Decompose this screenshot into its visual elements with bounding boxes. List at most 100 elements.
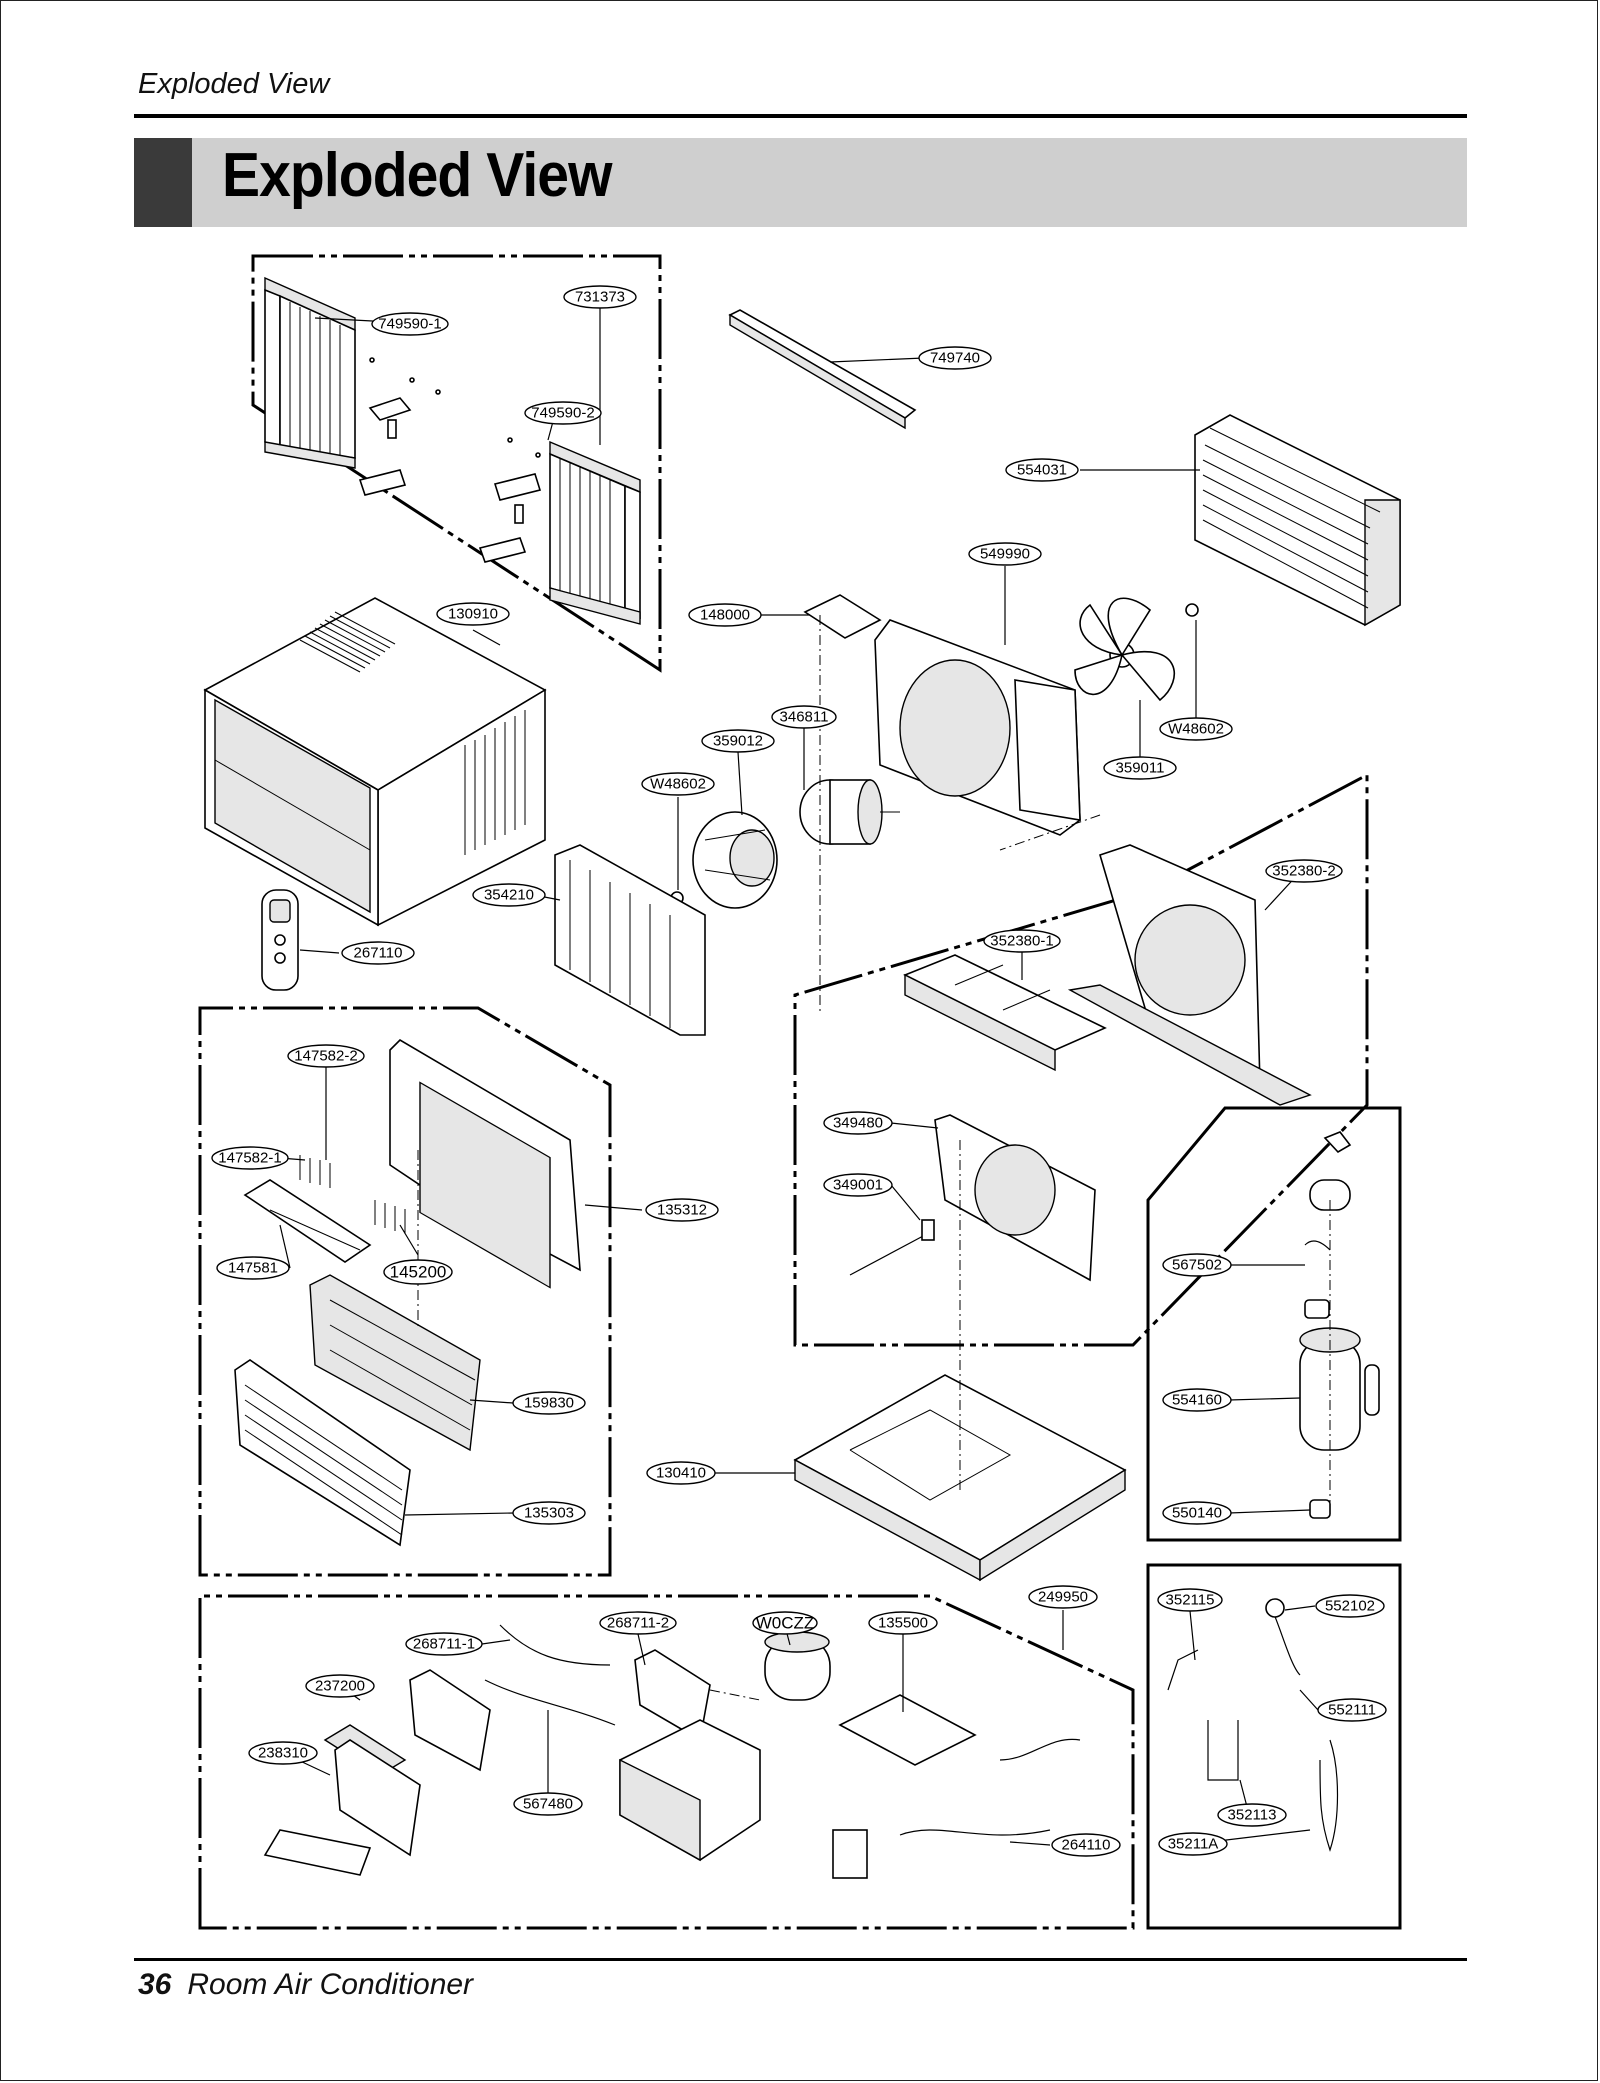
callout-label: 349001 [833,1177,883,1194]
page-number: 36 [138,1968,172,2001]
callout-267110: 267110 [341,941,415,965]
inlet-grille [234,1359,411,1547]
callout-35211A: 35211A [1158,1832,1228,1856]
callout-label: 130910 [448,606,498,623]
vent-louver [243,1179,372,1263]
control-cover [838,1694,977,1766]
header-rule [134,114,1467,118]
callout-label: 550140 [1172,1505,1222,1522]
fan-motor [799,779,900,845]
callout-label: 147582-1 [218,1150,281,1167]
callout-label: 148000 [700,607,750,624]
motor-bracket [803,594,882,639]
callout-label: 147582-2 [294,1048,357,1065]
callout-label: 567502 [1172,1257,1222,1274]
callout-label: 135500 [878,1615,928,1632]
callout-label: 749740 [930,350,980,367]
orifice-panel [934,1114,1096,1282]
wire-harnesses [484,1624,1081,1836]
callout-268711-1: 268711-1 [405,1632,483,1656]
callout-W48602-a: W48602 [641,772,715,796]
air-filter [309,1274,481,1452]
condenser-coil [1194,414,1401,627]
callout-label: 159830 [524,1395,574,1412]
panel-window-kit [251,254,662,673]
callout-159830: 159830 [512,1391,586,1415]
callout-label: 130410 [656,1465,706,1482]
title-block [134,138,192,227]
callout-label: 264110 [1062,1837,1111,1854]
callout-label: 352115 [1166,1592,1215,1609]
callout-135312: 135312 [645,1198,719,1222]
callout-147582-1: 147582-1 [211,1146,289,1170]
callout-238310: 238310 [248,1741,318,1765]
callout-731373: 731373 [563,285,637,309]
panel-electrical [198,1594,1135,1930]
panel-front-grille [198,1006,612,1577]
side-curtain-left [264,276,356,469]
cabinet [203,597,547,927]
callout-554031: 554031 [1005,458,1079,482]
side-curtain-right [549,440,641,625]
title-band [134,138,1467,227]
filter-frame [903,954,1107,1072]
callout-749590-2: 749590-2 [524,401,602,425]
callout-label: W48602 [1168,721,1224,738]
callout-145200: 145200 [383,1259,453,1285]
callout-352115: 352115 [1157,1588,1223,1612]
callout-label: 135312 [657,1202,707,1219]
control-panel [263,1724,421,1876]
footer-product: Room Air Conditioner [187,1968,474,2001]
callout-W0CZZ: W0CZZ [752,1611,818,1635]
callout-label: 554031 [1017,462,1067,479]
callout-268711-2: 268711-2 [599,1611,677,1635]
callout-359011: 359011 [1103,756,1177,780]
callout-346811: 346811 [771,705,837,729]
callout-label: 731373 [575,289,625,306]
remote-control [261,889,299,991]
callout-135303: 135303 [512,1501,586,1525]
footer-rule [134,1958,1467,1961]
callout-label: 552111 [1328,1702,1376,1719]
page-title: Exploded View [222,141,612,210]
thermistor [849,1219,935,1276]
callout-567502: 567502 [1162,1253,1232,1277]
alignment-lines [417,615,1331,1701]
panel-air-guide [793,772,1369,1347]
callout-label: 359012 [713,733,763,750]
callout-147581: 147581 [216,1256,290,1280]
run-capacitor [764,1631,831,1701]
callout-552111: 552111 [1317,1698,1387,1722]
callout-264110: 264110 [1051,1833,1121,1857]
compressor-parts [1304,1131,1352,1319]
top-bar [728,309,917,430]
callout-135500: 135500 [868,1611,938,1635]
callout-147582-2: 147582-2 [287,1044,365,1068]
callout-label: 567480 [523,1796,573,1813]
compressor [1299,1327,1380,1519]
callout-label: 35211A [1168,1836,1219,1853]
front-grille [389,1038,581,1289]
callout-label: 352380-1 [990,933,1053,950]
callout-label: 268711-2 [607,1615,669,1632]
callout-349480: 349480 [823,1111,893,1135]
callout-label: 147581 [228,1260,278,1277]
callout-label: W48602 [650,776,706,793]
page-footer: 36 Room Air Conditioner [138,1968,473,2002]
callout-label: 352380-2 [1272,863,1335,880]
callout-567480: 567480 [513,1792,583,1816]
panel-refrigerant-piping [1146,1563,1402,1930]
control-box [619,1719,761,1862]
callout-label: 145200 [390,1263,447,1282]
callout-label: 554160 [1172,1392,1222,1409]
running-header: Exploded View [138,68,330,100]
callout-130410: 130410 [646,1461,716,1485]
callout-label: 346811 [780,709,829,726]
callout-359012: 359012 [701,729,775,753]
callout-W48602-b: W48602 [1159,717,1233,741]
callout-label: 238310 [258,1745,308,1762]
callout-label: W0CZZ [756,1614,815,1633]
callout-130910: 130910 [436,602,510,626]
callout-148000: 148000 [688,603,762,627]
